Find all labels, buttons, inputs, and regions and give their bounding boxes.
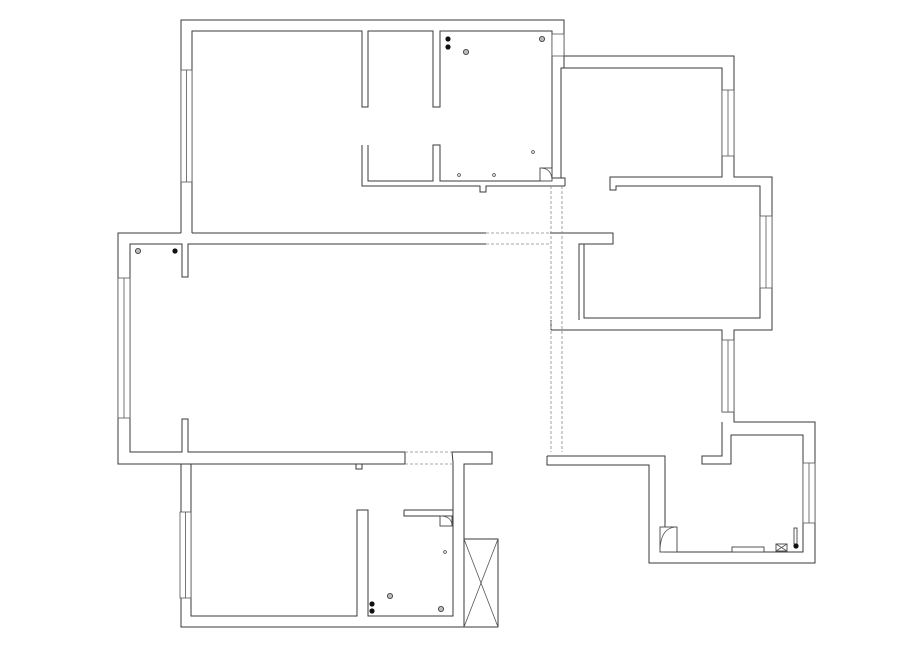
pipe-icon xyxy=(492,173,496,177)
outer-walls xyxy=(117,19,816,628)
window-small-top xyxy=(551,33,565,57)
wall-upper-left-inner xyxy=(191,30,566,233)
shaft-icon xyxy=(439,515,453,527)
pipe-icon xyxy=(172,248,178,254)
openings xyxy=(405,186,563,465)
wall-living-outer xyxy=(117,232,465,628)
wall-lower-left-room xyxy=(190,451,493,627)
pipe-icon xyxy=(531,150,535,154)
wall-room-right-bottom xyxy=(547,422,804,553)
floor-drain-icon xyxy=(386,593,393,600)
wall-closet-inner xyxy=(367,144,540,182)
wall-notch-lower xyxy=(355,464,363,470)
pipe-icon xyxy=(369,608,375,614)
floor-drain-icon xyxy=(134,247,141,254)
wall-corridor-right xyxy=(550,232,614,320)
wall-bath-ledge xyxy=(403,509,454,517)
shaft-icon xyxy=(659,526,678,553)
wall-closet-bottom xyxy=(361,145,565,193)
wall-bedroom-right xyxy=(563,56,761,319)
pipe-icon xyxy=(445,36,451,42)
pipe-icon xyxy=(793,543,799,549)
floor-drain-icon xyxy=(437,606,444,613)
pipe-icon xyxy=(445,44,451,50)
fixtures xyxy=(134,36,799,628)
wall-room-right-mid xyxy=(551,329,734,413)
floor-drain-icon xyxy=(539,36,546,43)
wall-upper-left-outer xyxy=(180,19,816,564)
shaft-icon xyxy=(463,538,499,628)
heater-icon xyxy=(731,546,765,553)
shaft-icon xyxy=(539,167,553,182)
pipe-icon xyxy=(369,601,375,607)
pipe-icon xyxy=(457,173,461,177)
floor-drain-icon xyxy=(462,49,469,56)
wall-lower-left xyxy=(180,452,406,465)
pipe-icon xyxy=(443,550,447,554)
wall-living-inner xyxy=(129,243,486,453)
pipe-icon xyxy=(793,527,798,545)
windows xyxy=(117,33,816,599)
wall-bedroom-right-left xyxy=(560,67,564,178)
